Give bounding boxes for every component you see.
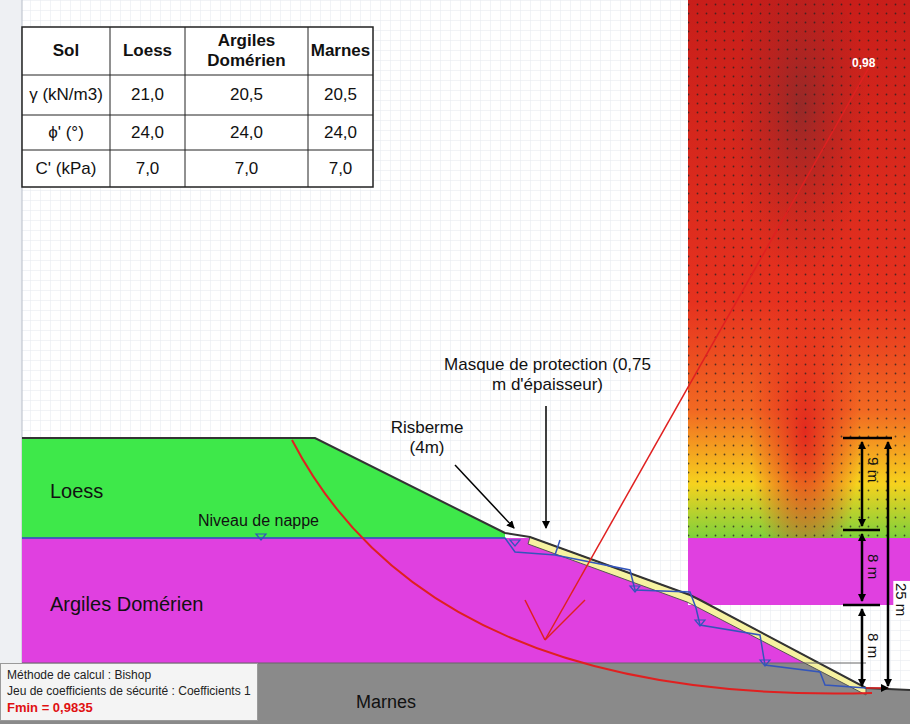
callout-text: Masque de protection (0,75 m d'épaisseur… — [440, 355, 655, 394]
table-cell: 24,0 — [110, 115, 185, 150]
table-cell: C' (kPa) — [22, 150, 110, 187]
callout-text: Risberme (4m) — [372, 418, 482, 457]
factor-value: 0,98 — [852, 57, 875, 71]
layer-name: Marnes — [356, 692, 416, 713]
dimension-text: 8 m — [865, 554, 882, 579]
table-cell: 7,0 — [185, 150, 308, 187]
table-cell: 7,0 — [308, 150, 373, 187]
table-cell: 24,0 — [308, 115, 373, 150]
layer-name: Argiles Domérien — [50, 593, 203, 616]
dimension-text: 25 m — [893, 581, 910, 618]
table-cell: 7,0 — [110, 150, 185, 187]
layer-name: Loess — [50, 480, 103, 503]
info-box: Méthode de calcul : BishopJeu de coeffic… — [0, 663, 258, 721]
info-line: Fmin = 0,9835 — [7, 699, 251, 717]
water-table-label: Niveau de nappe — [198, 512, 319, 530]
dimension-text: 8 m — [865, 633, 882, 658]
table-cell: Sol — [22, 27, 110, 75]
dimension-text: 9 m — [865, 457, 882, 482]
table-cell: 20,5 — [185, 75, 308, 115]
table-cell: 21,0 — [110, 75, 185, 115]
table-cell: Marnes — [308, 27, 373, 75]
table-cell: ϕ' (°) — [22, 115, 110, 150]
info-line: Méthode de calcul : Bishop — [7, 667, 251, 683]
table-cell: Argiles Domérien — [185, 27, 308, 75]
table-cell: Loess — [110, 27, 185, 75]
table-cell: 20,5 — [308, 75, 373, 115]
table-cell: γ (kN/m3) — [22, 75, 110, 115]
table-cell: 24,0 — [185, 115, 308, 150]
info-line: Jeu de coefficients de sécurité : Coeffi… — [7, 683, 251, 699]
